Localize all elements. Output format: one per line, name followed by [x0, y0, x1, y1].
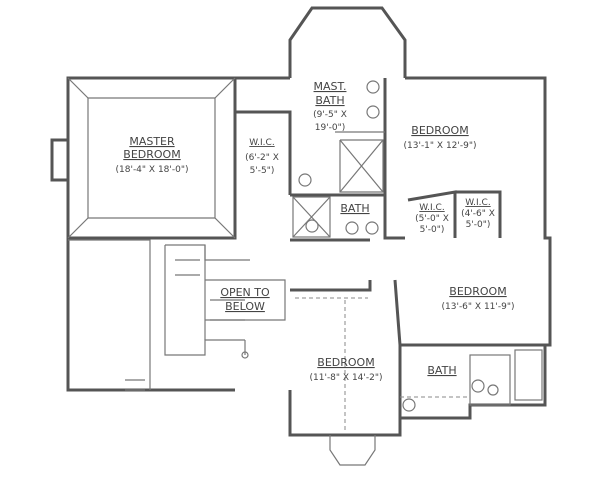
interior-walls	[67, 77, 545, 430]
room-dimensions: (5'-0" X	[415, 214, 449, 224]
room-bedroom-2: BEDROOM (13'-1" X 12'-9")	[404, 124, 477, 151]
room-name: BEDROOM	[123, 148, 180, 161]
room-name: W.I.C.	[249, 138, 274, 148]
room-name: BEDROOM	[411, 124, 468, 137]
room-dimensions: (11'-8" X 14'-2")	[310, 373, 383, 383]
room-bath-2: BATH	[427, 364, 456, 377]
room-bedroom-3: BEDROOM (13'-6" X 11'-9")	[442, 285, 515, 312]
room-master-wic: W.I.C. (6'-2" X 5'-5")	[245, 138, 279, 176]
room-wic-2: W.I.C. (5'-0" X 5'-0")	[415, 203, 449, 235]
room-bath-1: BATH	[340, 202, 369, 215]
area-label: OPEN TO	[220, 286, 270, 299]
room-dimensions: (4'-6" X	[461, 209, 495, 219]
room-name: W.I.C.	[419, 203, 444, 213]
room-dimensions: 5'-5")	[250, 166, 275, 176]
room-dimensions: (6'-2" X	[245, 153, 279, 163]
room-name: BATH	[315, 94, 344, 107]
room-bedroom-4: BEDROOM (11'-8" X 14'-2")	[310, 356, 383, 383]
room-name: BEDROOM	[317, 356, 374, 369]
room-dimensions: 19'-0")	[315, 123, 346, 133]
room-master-bath: MAST. BATH (9'-5" X 19'-0")	[313, 80, 347, 133]
open-to-below: OPEN TO BELOW	[220, 286, 270, 313]
room-name: BATH	[340, 202, 369, 215]
room-dimensions: (18'-4" X 18'-0")	[116, 165, 189, 175]
room-master-bedroom: MASTER BEDROOM (18'-4" X 18'-0")	[116, 135, 189, 175]
room-wic-3: W.I.C. (4'-6" X 5'-0")	[461, 198, 495, 230]
room-dimensions: (13'-1" X 12'-9")	[404, 141, 477, 151]
room-dimensions: 5'-0")	[420, 225, 445, 235]
room-name: W.I.C.	[465, 198, 490, 208]
room-name: BEDROOM	[449, 285, 506, 298]
room-dimensions: 5'-0")	[466, 220, 491, 230]
area-label: BELOW	[225, 300, 265, 313]
room-dimensions: (13'-6" X 11'-9")	[442, 302, 515, 312]
room-dimensions: (9'-5" X	[313, 110, 347, 120]
stairs	[68, 239, 286, 390]
room-name: BATH	[427, 364, 456, 377]
room-name: MAST.	[314, 80, 347, 93]
room-name: MASTER	[129, 135, 175, 148]
